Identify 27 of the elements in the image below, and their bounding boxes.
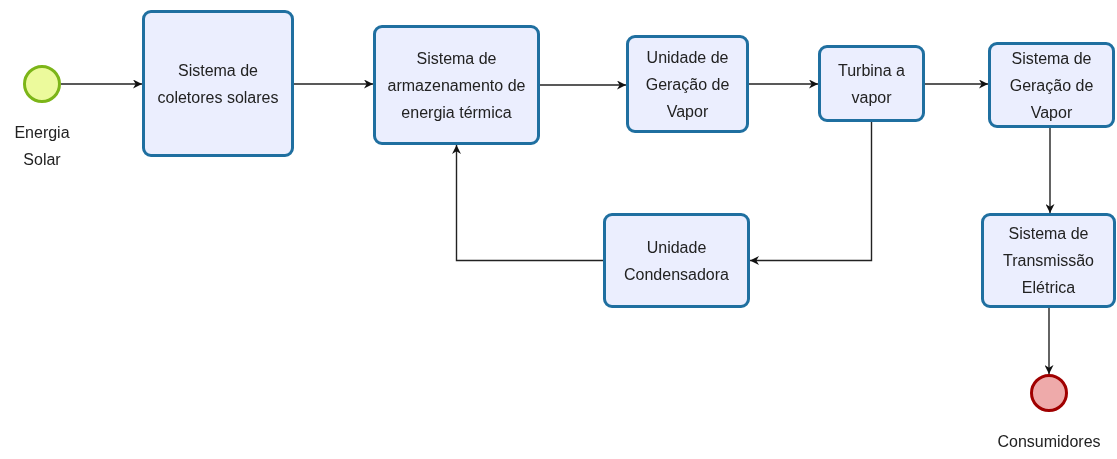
arrow [539,80,627,90]
box-text: Sistema de Transmissão Elétrica [1002,224,1095,298]
node-label: Energia Solar [13,123,71,170]
box-text: Unidade de Geração de Vapor [644,47,731,122]
box-text: Sistema de coletores solares [156,60,280,108]
end-circle [1030,374,1068,412]
arrow [748,79,819,89]
start-circle [23,65,61,103]
box-text: Sistema de armazenamento de energia térmica [386,48,527,123]
node-label: Consumidores [997,432,1101,452]
process-box [818,45,925,122]
process-box [626,35,749,133]
box-text: Turbina a vapor [837,60,906,108]
process-box [373,25,540,145]
arrow [924,79,989,89]
process-box [603,213,750,308]
box-text: Unidade Condensadora [623,237,730,285]
process-box [981,213,1116,308]
arrow [1044,307,1054,375]
arrow [1045,127,1055,214]
arrow [749,121,873,265]
arrow [452,144,604,262]
arrow [293,79,374,89]
process-box [988,42,1115,128]
process-box [142,10,294,157]
box-text: Sistema de Geração de Vapor [1008,48,1095,123]
arrow [60,79,143,89]
